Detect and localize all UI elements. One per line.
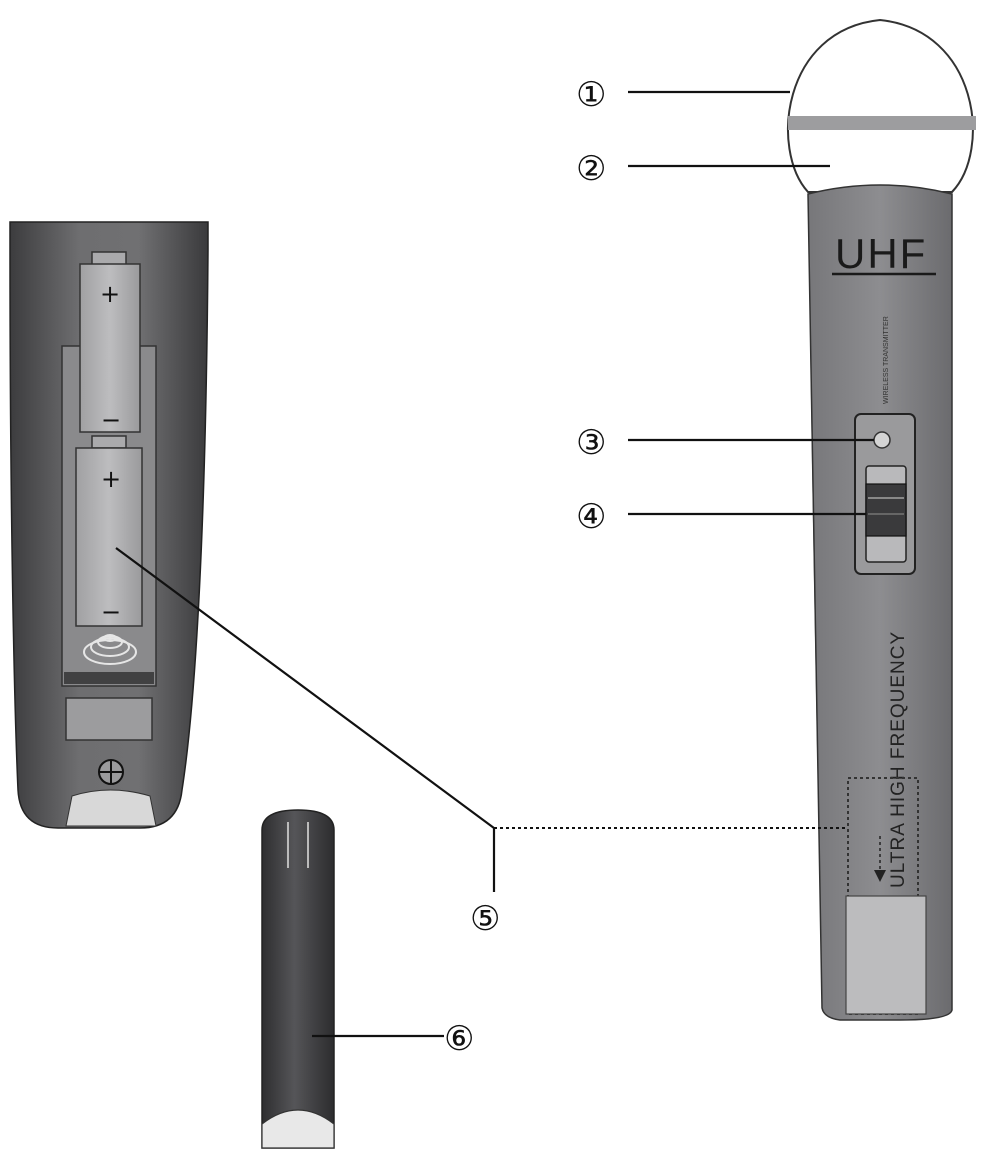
mic-front-body bbox=[807, 184, 953, 1021]
battery-cover bbox=[261, 809, 335, 1149]
mic-grille-head bbox=[787, 18, 974, 193]
ultra-high-frequency-label: ULTRA HIGH FREQUENCY bbox=[888, 631, 909, 888]
arrow-down-icon bbox=[874, 870, 886, 882]
power-switch-knob bbox=[865, 483, 907, 537]
tiny-model-label: WIRELESS TRANSMITTER bbox=[883, 316, 890, 404]
battery-bottom-minus: − bbox=[101, 598, 121, 626]
battery-cover-body bbox=[261, 809, 335, 1149]
battery-spring-icon bbox=[83, 634, 137, 665]
mic-bottom-panel bbox=[845, 895, 927, 1015]
battery-bottom bbox=[75, 447, 143, 627]
mic-back-view: + − + − bbox=[9, 221, 209, 829]
callout-2: ② bbox=[576, 149, 606, 189]
callout-5: ⑤ bbox=[470, 899, 500, 939]
lower-panel bbox=[65, 697, 153, 741]
battery-top bbox=[79, 263, 141, 433]
mic-front-view: UHF WIRELESS TRANSMITTER ULTRA HIGH FREQ… bbox=[787, 18, 976, 1021]
battery-bottom-terminal bbox=[91, 435, 127, 449]
microphone-grille-icon bbox=[787, 18, 976, 193]
screw-icon bbox=[98, 759, 124, 785]
callout-6: ⑥ bbox=[444, 1019, 474, 1059]
battery-top-plus: + bbox=[100, 280, 120, 308]
leader-lines bbox=[115, 90, 874, 1038]
mic-brand-label: UHF bbox=[835, 230, 927, 277]
compartment-rail bbox=[64, 672, 154, 684]
callout-3: ③ bbox=[576, 423, 606, 463]
callout-4: ④ bbox=[576, 497, 606, 537]
battery-top-minus: − bbox=[101, 406, 121, 434]
battery-bottom-plus: + bbox=[101, 465, 121, 493]
mic-back-base bbox=[65, 789, 157, 827]
battery-cover-end bbox=[261, 1109, 335, 1149]
mic-grille-band bbox=[788, 116, 976, 130]
callout-1: ① bbox=[576, 75, 606, 115]
indicator-led bbox=[873, 431, 891, 449]
